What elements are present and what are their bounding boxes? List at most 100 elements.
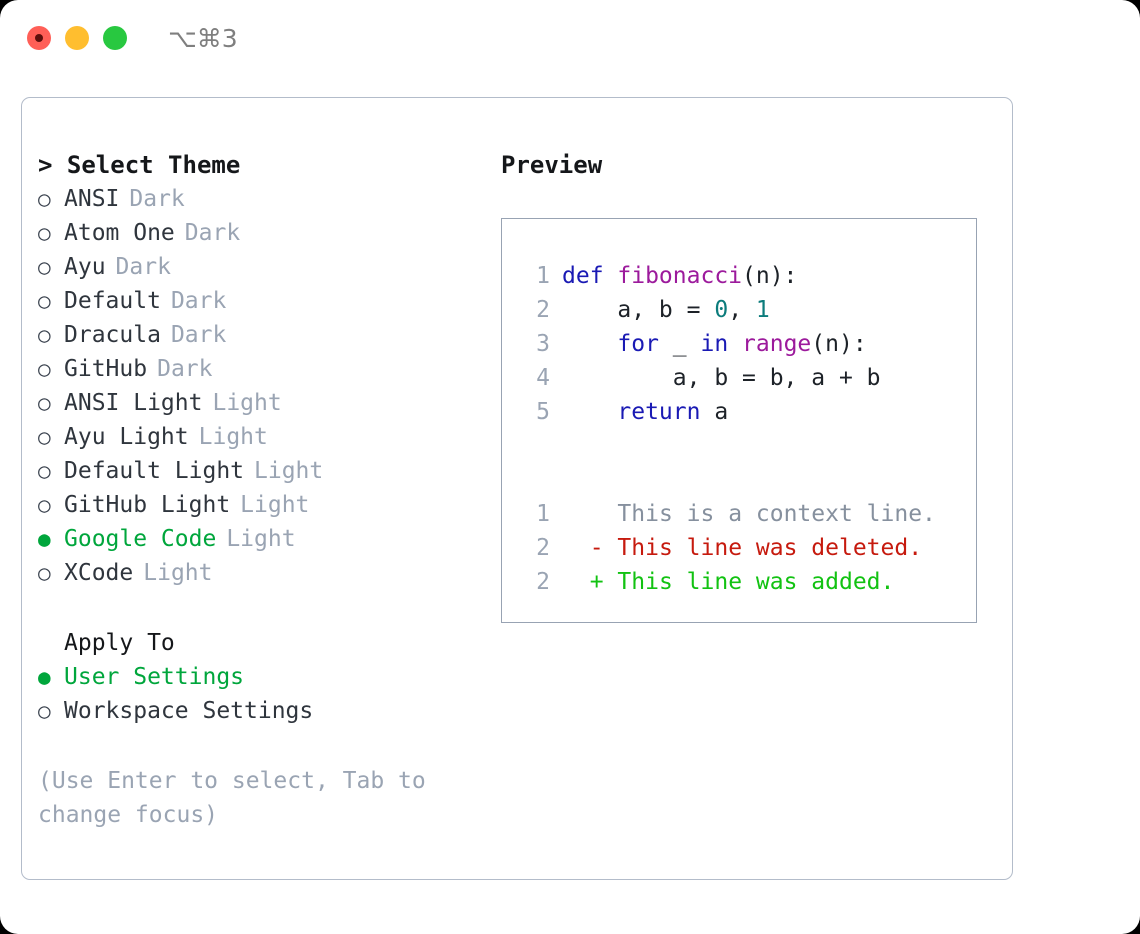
theme-name: Ayu Light [64, 424, 189, 450]
line-number: 3 [536, 331, 550, 357]
preview-box: 1 def fibonacci(n): 2 a, b = 0, 1 3 for … [501, 218, 977, 623]
theme-option-dracula-dark[interactable]: ○ Dracula Dark [38, 318, 508, 352]
code-content: def fibonacci(n): [562, 259, 797, 293]
theme-variant: Light [240, 492, 310, 518]
radio-icon: ○ [38, 459, 51, 483]
theme-name: Google Code [64, 526, 217, 552]
theme-name: Ayu [64, 254, 106, 280]
code-line: 4 a, b = b, a + b [522, 361, 976, 395]
apply-option-label: User Settings [64, 664, 245, 690]
apply-option-workspace-settings[interactable]: ○ Workspace Settings [38, 694, 508, 728]
preview-column: Preview 1 def fibonacci(n): 2 a, b = 0, … [501, 148, 1001, 623]
code-token-plain: a [714, 399, 729, 425]
keyboard-hint-text: (Use Enter to select, Tab to change focu… [38, 768, 440, 828]
line-number: 2 [536, 535, 550, 561]
code-content: for _ in range(n): [562, 327, 867, 361]
apply-to-list: ● User Settings ○ Workspace Settings [38, 660, 508, 728]
radio-icon: ○ [38, 561, 51, 585]
theme-variant: Dark [129, 186, 185, 212]
theme-option-default-dark[interactable]: ○ Default Dark [38, 284, 508, 318]
diff-marker: + [589, 569, 604, 595]
close-button[interactable] [27, 26, 51, 50]
keyboard-shortcut-label: ⌥⌘3 [168, 24, 238, 53]
code-line: 5 return a [522, 395, 976, 429]
theme-selector-column: > Select Theme ○ ANSI Dark ○ Atom One Da… [38, 148, 508, 832]
diff-content: + This line was added. [562, 565, 895, 599]
code-token-number: 1 [755, 297, 770, 323]
diff-text: This is a context line. [617, 501, 936, 527]
theme-option-ayu-light[interactable]: ○ Ayu Light Light [38, 420, 508, 454]
radio-icon: ○ [38, 187, 51, 211]
radio-icon: ○ [38, 391, 51, 415]
theme-variant: Light [143, 560, 213, 586]
theme-name: GitHub Light [64, 492, 231, 518]
theme-list: ○ ANSI Dark ○ Atom One Dark ○ Ayu Dark [38, 182, 508, 590]
radio-icon: ○ [38, 221, 51, 245]
code-token-number: 0 [714, 297, 729, 323]
diff-line-added: 2 + This line was added. [522, 565, 976, 599]
code-token-function: fibonacci [617, 263, 743, 289]
theme-variant: Dark [115, 254, 171, 280]
theme-name: ANSI [64, 186, 120, 212]
radio-icon: ○ [38, 699, 51, 723]
code-content: a, b = b, a + b [562, 361, 881, 395]
preview-spacer [522, 463, 976, 497]
code-token-keyword: def [562, 263, 618, 289]
theme-name: Dracula [64, 322, 161, 348]
theme-name: XCode [64, 560, 134, 586]
theme-variant: Light [254, 458, 324, 484]
radio-icon: ○ [38, 289, 51, 313]
code-token-keyword: in [700, 331, 743, 357]
theme-option-xcode-light[interactable]: ○ XCode Light [38, 556, 508, 590]
line-number: 2 [536, 297, 550, 323]
line-number: 1 [536, 263, 550, 289]
code-token-function: range [742, 331, 812, 357]
theme-variant: Light [212, 390, 282, 416]
code-line: 3 for _ in range(n): [522, 327, 976, 361]
diff-text: This line was deleted. [617, 535, 923, 561]
code-token-plain [562, 331, 617, 357]
theme-option-google-code-light[interactable]: ● Google Code Light [38, 522, 508, 556]
theme-variant: Dark [184, 220, 241, 246]
code-token-plain: , [728, 297, 756, 323]
code-line: 2 a, b = 0, 1 [522, 293, 976, 327]
theme-option-github-light[interactable]: ○ GitHub Light Light [38, 488, 508, 522]
window-controls [27, 26, 127, 50]
diff-content: - This line was deleted. [562, 531, 922, 565]
code-line: 1 def fibonacci(n): [522, 259, 976, 293]
code-content: a, b = 0, 1 [562, 293, 770, 327]
theme-name: Default Light [64, 458, 245, 484]
theme-variant: Dark [157, 356, 213, 382]
theme-option-ayu-dark[interactable]: ○ Ayu Dark [38, 250, 508, 284]
code-token-plain [562, 399, 617, 425]
radio-icon: ○ [38, 323, 51, 347]
diff-line-context: 1 This is a context line. [522, 497, 976, 531]
select-theme-heading: > Select Theme [38, 151, 241, 179]
radio-selected-icon: ● [38, 665, 51, 689]
theme-option-default-light[interactable]: ○ Default Light Light [38, 454, 508, 488]
minimize-button[interactable] [65, 26, 89, 50]
radio-icon: ○ [38, 255, 51, 279]
theme-option-github-dark[interactable]: ○ GitHub Dark [38, 352, 508, 386]
code-token-plain: (n): [811, 331, 867, 357]
diff-content: This is a context line. [562, 497, 936, 531]
radio-icon: ○ [38, 357, 51, 381]
title-bar: ⌥⌘3 [0, 0, 1140, 80]
apply-to-heading: Apply To [64, 630, 175, 656]
diff-marker [590, 501, 604, 527]
maximize-button[interactable] [103, 26, 127, 50]
theme-option-ansi-dark[interactable]: ○ ANSI Dark [38, 182, 508, 216]
diff-line-deleted: 2 - This line was deleted. [522, 531, 976, 565]
code-token-keyword: return [617, 399, 715, 425]
apply-option-user-settings[interactable]: ● User Settings [38, 660, 508, 694]
code-content: return a [562, 395, 728, 429]
theme-option-ansi-light[interactable]: ○ ANSI Light Light [38, 386, 508, 420]
theme-name: ANSI Light [64, 390, 203, 416]
code-token-plain: a, b = b, a + b [562, 365, 881, 391]
radio-icon: ○ [38, 425, 51, 449]
theme-option-atom-one-dark[interactable]: ○ Atom One Dark [38, 216, 508, 250]
preview-heading: Preview [501, 151, 603, 179]
theme-name: Atom One [64, 220, 175, 246]
code-token-plain: a, b = [562, 297, 715, 323]
